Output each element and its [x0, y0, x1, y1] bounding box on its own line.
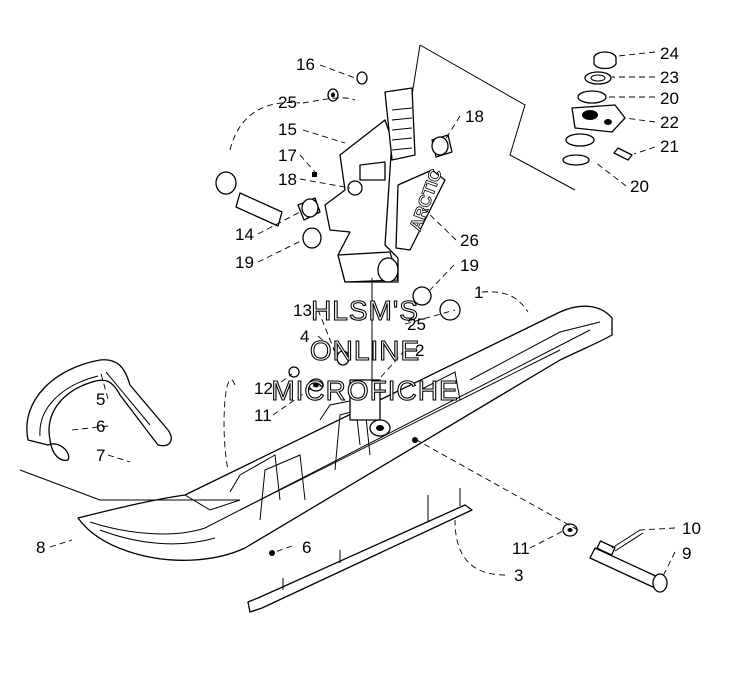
- callout-6-upper: 6: [96, 417, 105, 436]
- wear-bar: [247, 488, 473, 613]
- callout-13: 13: [293, 301, 312, 320]
- callout-17: 17: [278, 146, 297, 165]
- cotter-pin-10: [611, 529, 644, 552]
- callout-11-upper: 11: [254, 406, 272, 425]
- callout-6-lower: 6: [302, 538, 311, 557]
- washer-11-lower: [562, 523, 578, 537]
- callout-5: 5: [96, 390, 105, 409]
- callout-22: 22: [660, 113, 679, 132]
- callout-23: 23: [660, 68, 679, 87]
- ski-handle: [26, 359, 172, 461]
- callout-19-left: 19: [235, 253, 254, 272]
- callout-10: 10: [682, 519, 701, 538]
- callout-2: 2: [415, 341, 424, 360]
- callout-19-right: 19: [460, 256, 479, 275]
- watermark: HLSM'S ONLINE MICROFICHE: [271, 294, 458, 406]
- callout-21: 21: [660, 137, 679, 156]
- callout-16: 16: [296, 55, 315, 74]
- leader-lines: [19, 44, 676, 579]
- callout-12: 12: [254, 379, 273, 398]
- watermark-line-1: HLSM'S: [311, 295, 419, 326]
- callout-15: 15: [278, 120, 297, 139]
- callout-18-left: 18: [278, 170, 297, 189]
- callout-14: 14: [235, 225, 254, 244]
- spindle: [324, 87, 416, 283]
- callout-11-lower: 11: [512, 539, 530, 558]
- watermark-line-3: MICROFICHE: [271, 375, 458, 406]
- callout-4: 4: [300, 327, 309, 346]
- bolt-9: [589, 540, 668, 593]
- callout-7: 7: [96, 446, 105, 465]
- watermark-line-2: ONLINE: [310, 335, 420, 366]
- callout-1: 1: [474, 283, 483, 302]
- small-parts: [215, 71, 461, 392]
- callout-26: 26: [460, 231, 479, 250]
- callout-25-bottom: 25: [407, 315, 426, 334]
- steering-arm-stack: [562, 51, 633, 166]
- callout-18-right: 18: [465, 107, 484, 126]
- callout-3: 3: [514, 566, 523, 585]
- callout-labels: 24 23 20 22 21 20 16 25 15 18 17 18 14 1…: [36, 44, 701, 585]
- decal-26: ARCTIC: [395, 166, 446, 251]
- callout-20-top: 20: [660, 89, 679, 108]
- callout-25-top: 25: [278, 93, 297, 112]
- callout-8: 8: [36, 538, 45, 557]
- callout-20-bottom: 20: [630, 177, 649, 196]
- callout-9: 9: [682, 544, 691, 563]
- callout-24: 24: [660, 44, 679, 63]
